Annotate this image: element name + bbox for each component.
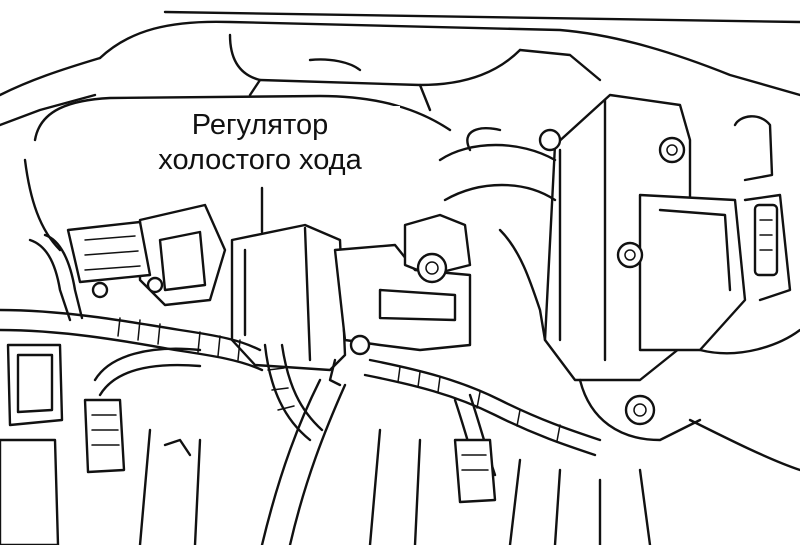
left-connector-cluster [66,203,227,307]
throttle-body [543,93,800,472]
hood-outline [0,10,800,127]
idle-air-control-valve [230,213,472,387]
callout-line-1: Регулятор [191,109,329,141]
idle-air-control-label: Регулятор холостого хода [120,106,400,182]
air-hose [438,127,562,342]
lower-left-components [0,343,497,547]
callout-line-2: холостого хода [158,144,362,176]
wiring-harness [0,233,602,482]
intake-plenum [23,33,602,252]
intake-runners [138,378,652,547]
